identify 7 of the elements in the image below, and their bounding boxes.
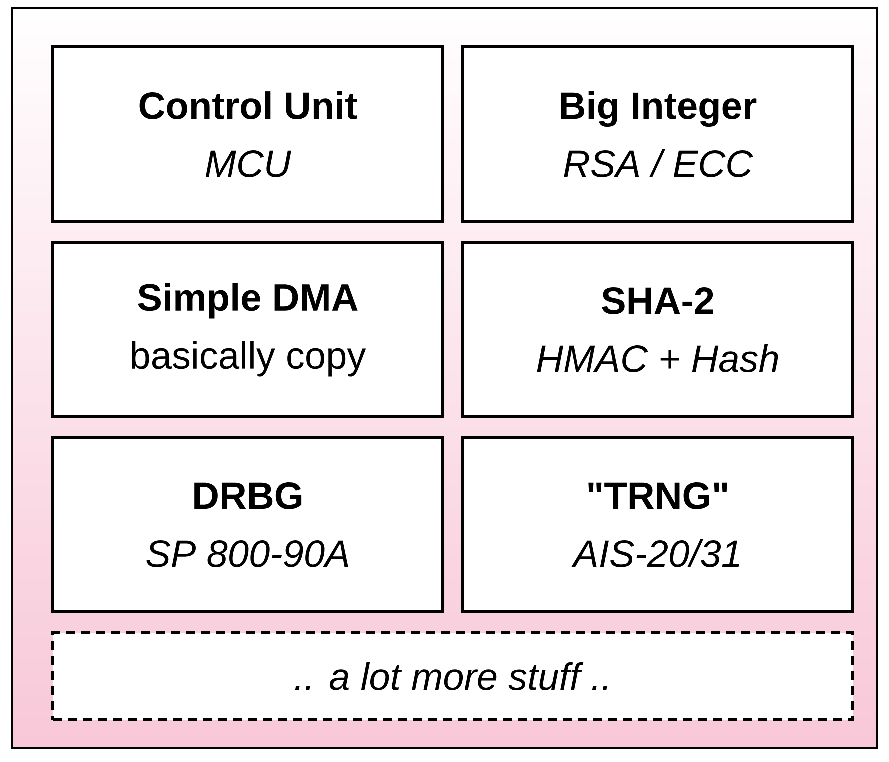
module-box: "TRNG" AIS-20/31 bbox=[462, 436, 854, 614]
module-box: Simple DMA basically copy bbox=[52, 242, 444, 418]
module-box: SHA-2 HMAC + Hash bbox=[462, 242, 854, 418]
module-box: DRBG SP 800-90A bbox=[52, 436, 444, 614]
placeholder-box: .. a lot more stuff .. bbox=[52, 632, 854, 722]
module-box: Control Unit MCU bbox=[52, 46, 444, 224]
module-box: Big Integer RSA / ECC bbox=[462, 46, 854, 224]
